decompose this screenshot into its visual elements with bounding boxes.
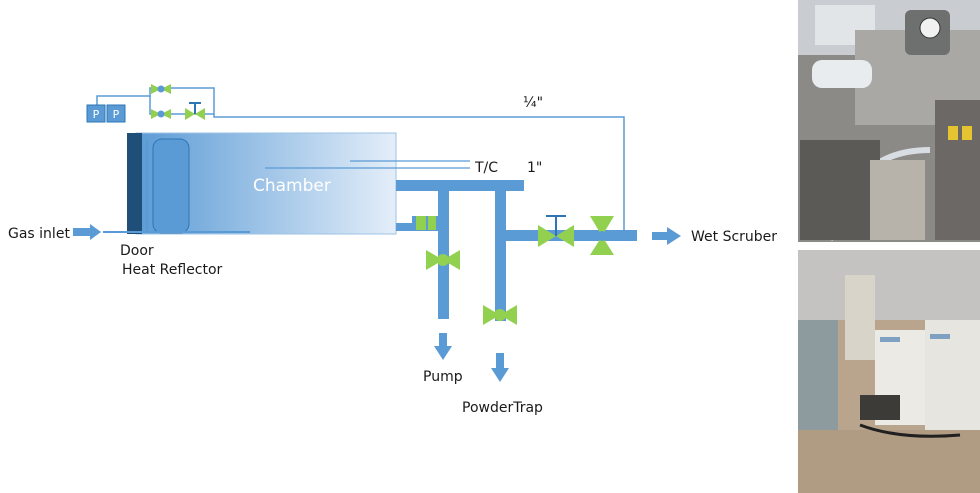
quarter-inch-label: ¼": [523, 95, 543, 111]
wet-scrubber-arrow: [652, 227, 681, 245]
pump-label: Pump: [423, 369, 463, 385]
svg-text:P: P: [93, 108, 100, 121]
heat-reflector-label: Heat Reflector: [122, 262, 223, 278]
svg-text:P: P: [113, 108, 120, 121]
pump-valve: [426, 250, 460, 270]
equipment-photo-floor-view: [798, 250, 980, 493]
one-inch-label: 1": [527, 160, 542, 176]
gas-valve-1: [151, 84, 171, 94]
gas-valve-2: [151, 109, 171, 119]
powder-trap-label: PowderTrap: [462, 400, 543, 416]
scrubber-gate-valve: [538, 215, 574, 247]
pressure-gauge-2: P: [106, 104, 126, 123]
door: [127, 133, 142, 234]
scrubber-check-valve: [590, 216, 614, 255]
powder-trap-valve: [483, 305, 517, 325]
gas-inlet-arrow: [73, 224, 101, 240]
chamber-label: Chamber: [253, 176, 331, 196]
pump-arrow: [434, 333, 452, 360]
door-label: Door: [120, 243, 154, 259]
pressure-gauge-1: P: [86, 104, 106, 123]
thermocouple: [265, 160, 470, 169]
wet-scrubber-label: Wet Scruber: [691, 229, 777, 245]
heat-reflector: [152, 138, 190, 234]
gas-valve-3: [185, 102, 205, 120]
equipment-photo-front-view: [798, 0, 980, 242]
tc-label: T/C: [474, 160, 498, 176]
gas-inlet-label: Gas inlet: [8, 226, 70, 242]
pipe-fitting: [412, 216, 440, 230]
powder-trap-arrow: [491, 353, 509, 382]
